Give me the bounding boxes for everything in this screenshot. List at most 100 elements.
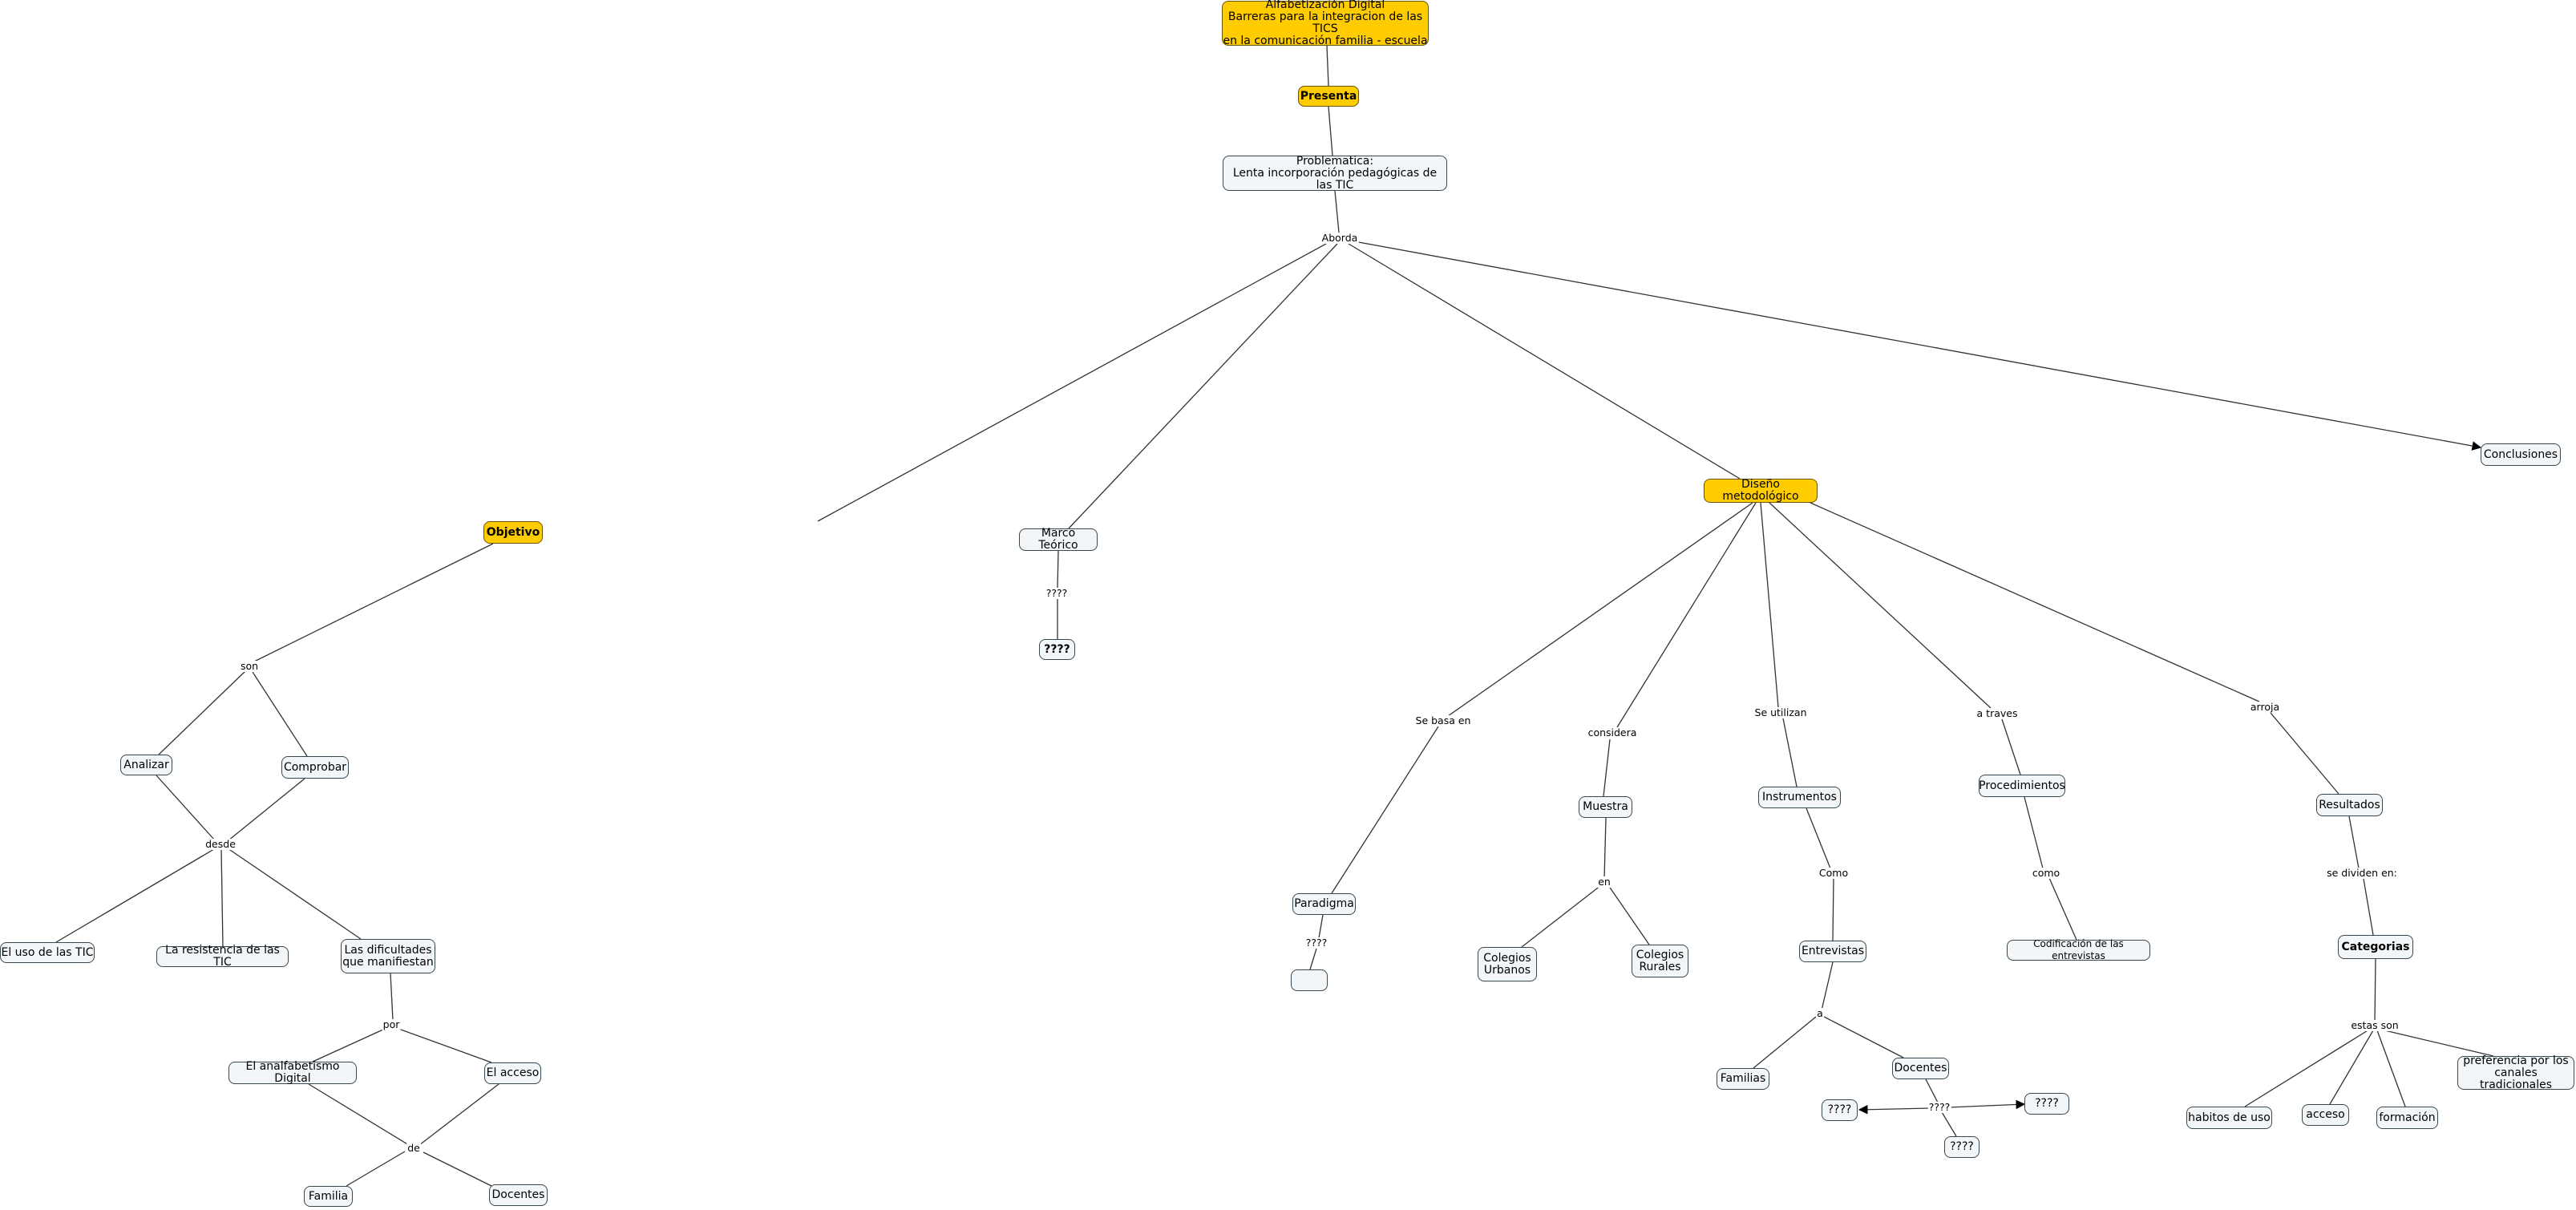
node-codificacion-entrevistas[interactable]: Codificación de las entrevistas: [2007, 938, 2150, 961]
node-unknown-left[interactable]: ????: [1822, 1099, 1858, 1121]
connector-line: [228, 778, 305, 841]
connector-line: [2348, 815, 2360, 869]
node-conclusiones[interactable]: Conclusiones: [2481, 443, 2561, 466]
link-label-paradigma-unknown[interactable]: ????: [1304, 937, 1328, 949]
node-entrevistas[interactable]: Entrevistas: [1799, 941, 1866, 962]
connector-line: [1760, 502, 1779, 708]
connector-line: [1309, 948, 1317, 970]
link-label-desde[interactable]: desde: [204, 838, 237, 850]
node-unknown-right[interactable]: ????: [2024, 1093, 2069, 1115]
node-paradigma-empty[interactable]: [1291, 969, 1328, 991]
connector-line: [1821, 961, 1834, 1011]
node-instrumentos[interactable]: Instrumentos: [1758, 787, 1841, 808]
connector-line: [390, 973, 394, 1021]
link-label-arroja[interactable]: arroja: [2249, 701, 2281, 713]
node-procedimientos[interactable]: Procedimientos: [1979, 775, 2065, 797]
link-label-docentes-unknown[interactable]: ????: [1927, 1101, 1951, 1113]
connector-arrow: [1858, 1104, 1931, 1115]
node-marco-teorico[interactable]: Marco Teórico: [1019, 528, 1098, 552]
node-dificultades[interactable]: Las dificultades que manifiestan: [341, 939, 435, 973]
node-resultados[interactable]: Resultados: [2316, 794, 2383, 816]
node-categorias[interactable]: Categorias: [2338, 935, 2413, 959]
connector-line: [55, 848, 215, 943]
connector-line: [1941, 1111, 1957, 1137]
node-formacion[interactable]: formación: [2376, 1107, 2438, 1129]
connector-line: [2363, 878, 2374, 936]
node-analizar[interactable]: Analizar: [120, 755, 172, 775]
node-habitos-de-uso[interactable]: habitos de uso: [2186, 1107, 2272, 1129]
link-label-en[interactable]: en: [1597, 876, 1612, 888]
link-label-marco-unknown[interactable]: ????: [1045, 587, 1069, 599]
link-label-considera[interactable]: considera: [1587, 726, 1638, 739]
connector-line: [1616, 502, 1757, 728]
connector-line: [1607, 884, 1650, 945]
connector-line: [1318, 914, 1324, 939]
connector-line: [1068, 243, 1338, 529]
node-colegios-rurales[interactable]: Colegios Rurales: [1632, 945, 1688, 977]
connector-line: [1603, 817, 1607, 880]
connector-line: [1326, 45, 1329, 87]
node-objetivo[interactable]: Objetivo: [483, 521, 543, 544]
link-label-a[interactable]: a: [1816, 1007, 1824, 1019]
node-muestra[interactable]: Muestra: [1579, 796, 1632, 818]
node-resistencia-tic[interactable]: La resistencia de las TIC: [156, 945, 289, 969]
link-label-como-instrumentos[interactable]: Como: [1818, 867, 1850, 879]
node-colegios-urbanos[interactable]: Colegios Urbanos: [1478, 947, 1537, 981]
link-label-a-traves[interactable]: a traves: [1975, 707, 2019, 719]
link-label-por[interactable]: por: [382, 1018, 401, 1030]
node-docentes-entrevistas[interactable]: Docentes: [1892, 1058, 1949, 1079]
node-preferencia-canales-tradicionales[interactable]: preferencia por los canales tradicionale…: [2457, 1054, 2574, 1091]
link-label-como-procedimientos[interactable]: como: [2031, 867, 2061, 879]
node-diseno-metodologico[interactable]: Diseño metodológico: [1704, 479, 1818, 503]
connector-line: [1769, 502, 1992, 709]
connector-line: [346, 1151, 406, 1187]
connector-line: [252, 671, 308, 757]
node-docentes-objetivo[interactable]: Docentes: [489, 1184, 548, 1206]
connector-line: [1328, 106, 1333, 156]
node-marco-teorico-unknown[interactable]: ????: [1039, 639, 1075, 660]
link-label-se-utilizan[interactable]: Se utilizan: [1753, 706, 1808, 718]
connector-line: [1521, 884, 1602, 948]
connector-line: [1603, 739, 1611, 797]
link-label-se-dividen-en[interactable]: se dividen en:: [2326, 867, 2398, 879]
node-problematica[interactable]: Problematica: Lenta incorporación pedagó…: [1223, 155, 1447, 191]
connector-line: [1832, 877, 1834, 941]
connector-line: [2380, 1029, 2494, 1057]
node-acceso-categorias[interactable]: acceso: [2302, 1104, 2349, 1126]
connector-line: [2329, 1030, 2374, 1105]
node-analfabetismo-digital[interactable]: El analfabetismo Digital: [228, 1061, 357, 1085]
node-el-acceso[interactable]: El acceso: [484, 1062, 541, 1084]
link-label-aborda[interactable]: Aborda: [1320, 232, 1359, 244]
node-uso-tic[interactable]: El uso de las TIC: [0, 942, 95, 963]
link-label-de[interactable]: de: [406, 1142, 421, 1154]
connector-line: [308, 1083, 410, 1146]
link-label-se-basa-en[interactable]: Se basa en: [1414, 714, 1472, 726]
node-unknown-bottom[interactable]: ????: [1944, 1136, 1980, 1158]
node-comprobar[interactable]: Comprobar: [281, 756, 349, 779]
node-familia[interactable]: Familia: [304, 1186, 353, 1207]
connector-line: [419, 1083, 499, 1146]
connector-line: [220, 848, 224, 947]
node-presenta[interactable]: Presenta: [1298, 86, 1359, 107]
connector-line: [2270, 712, 2339, 795]
connector-arrow: [1948, 1099, 2026, 1110]
connector-line: [1782, 718, 1798, 787]
connector-line: [1348, 243, 1741, 480]
connector-line: [2024, 796, 2044, 869]
connector-line: [312, 1028, 386, 1062]
connector-line: [398, 1028, 492, 1063]
connector-arrow: [1353, 241, 2482, 451]
connector-line: [2001, 718, 2021, 775]
connector-line: [2048, 877, 2077, 941]
link-label-son[interactable]: son: [239, 660, 260, 672]
node-alfabetizacion-digital[interactable]: Alfabetización Digital Barreras para la …: [1222, 0, 1429, 47]
connector-line: [1810, 502, 2260, 702]
node-paradigma[interactable]: Paradigma: [1292, 893, 1356, 915]
node-familias[interactable]: Familias: [1717, 1068, 1769, 1090]
connector-line: [2376, 1030, 2406, 1107]
link-label-estas-son[interactable]: estas son: [2350, 1019, 2400, 1031]
connector-line: [1331, 726, 1439, 894]
connector-line: [423, 1151, 494, 1188]
